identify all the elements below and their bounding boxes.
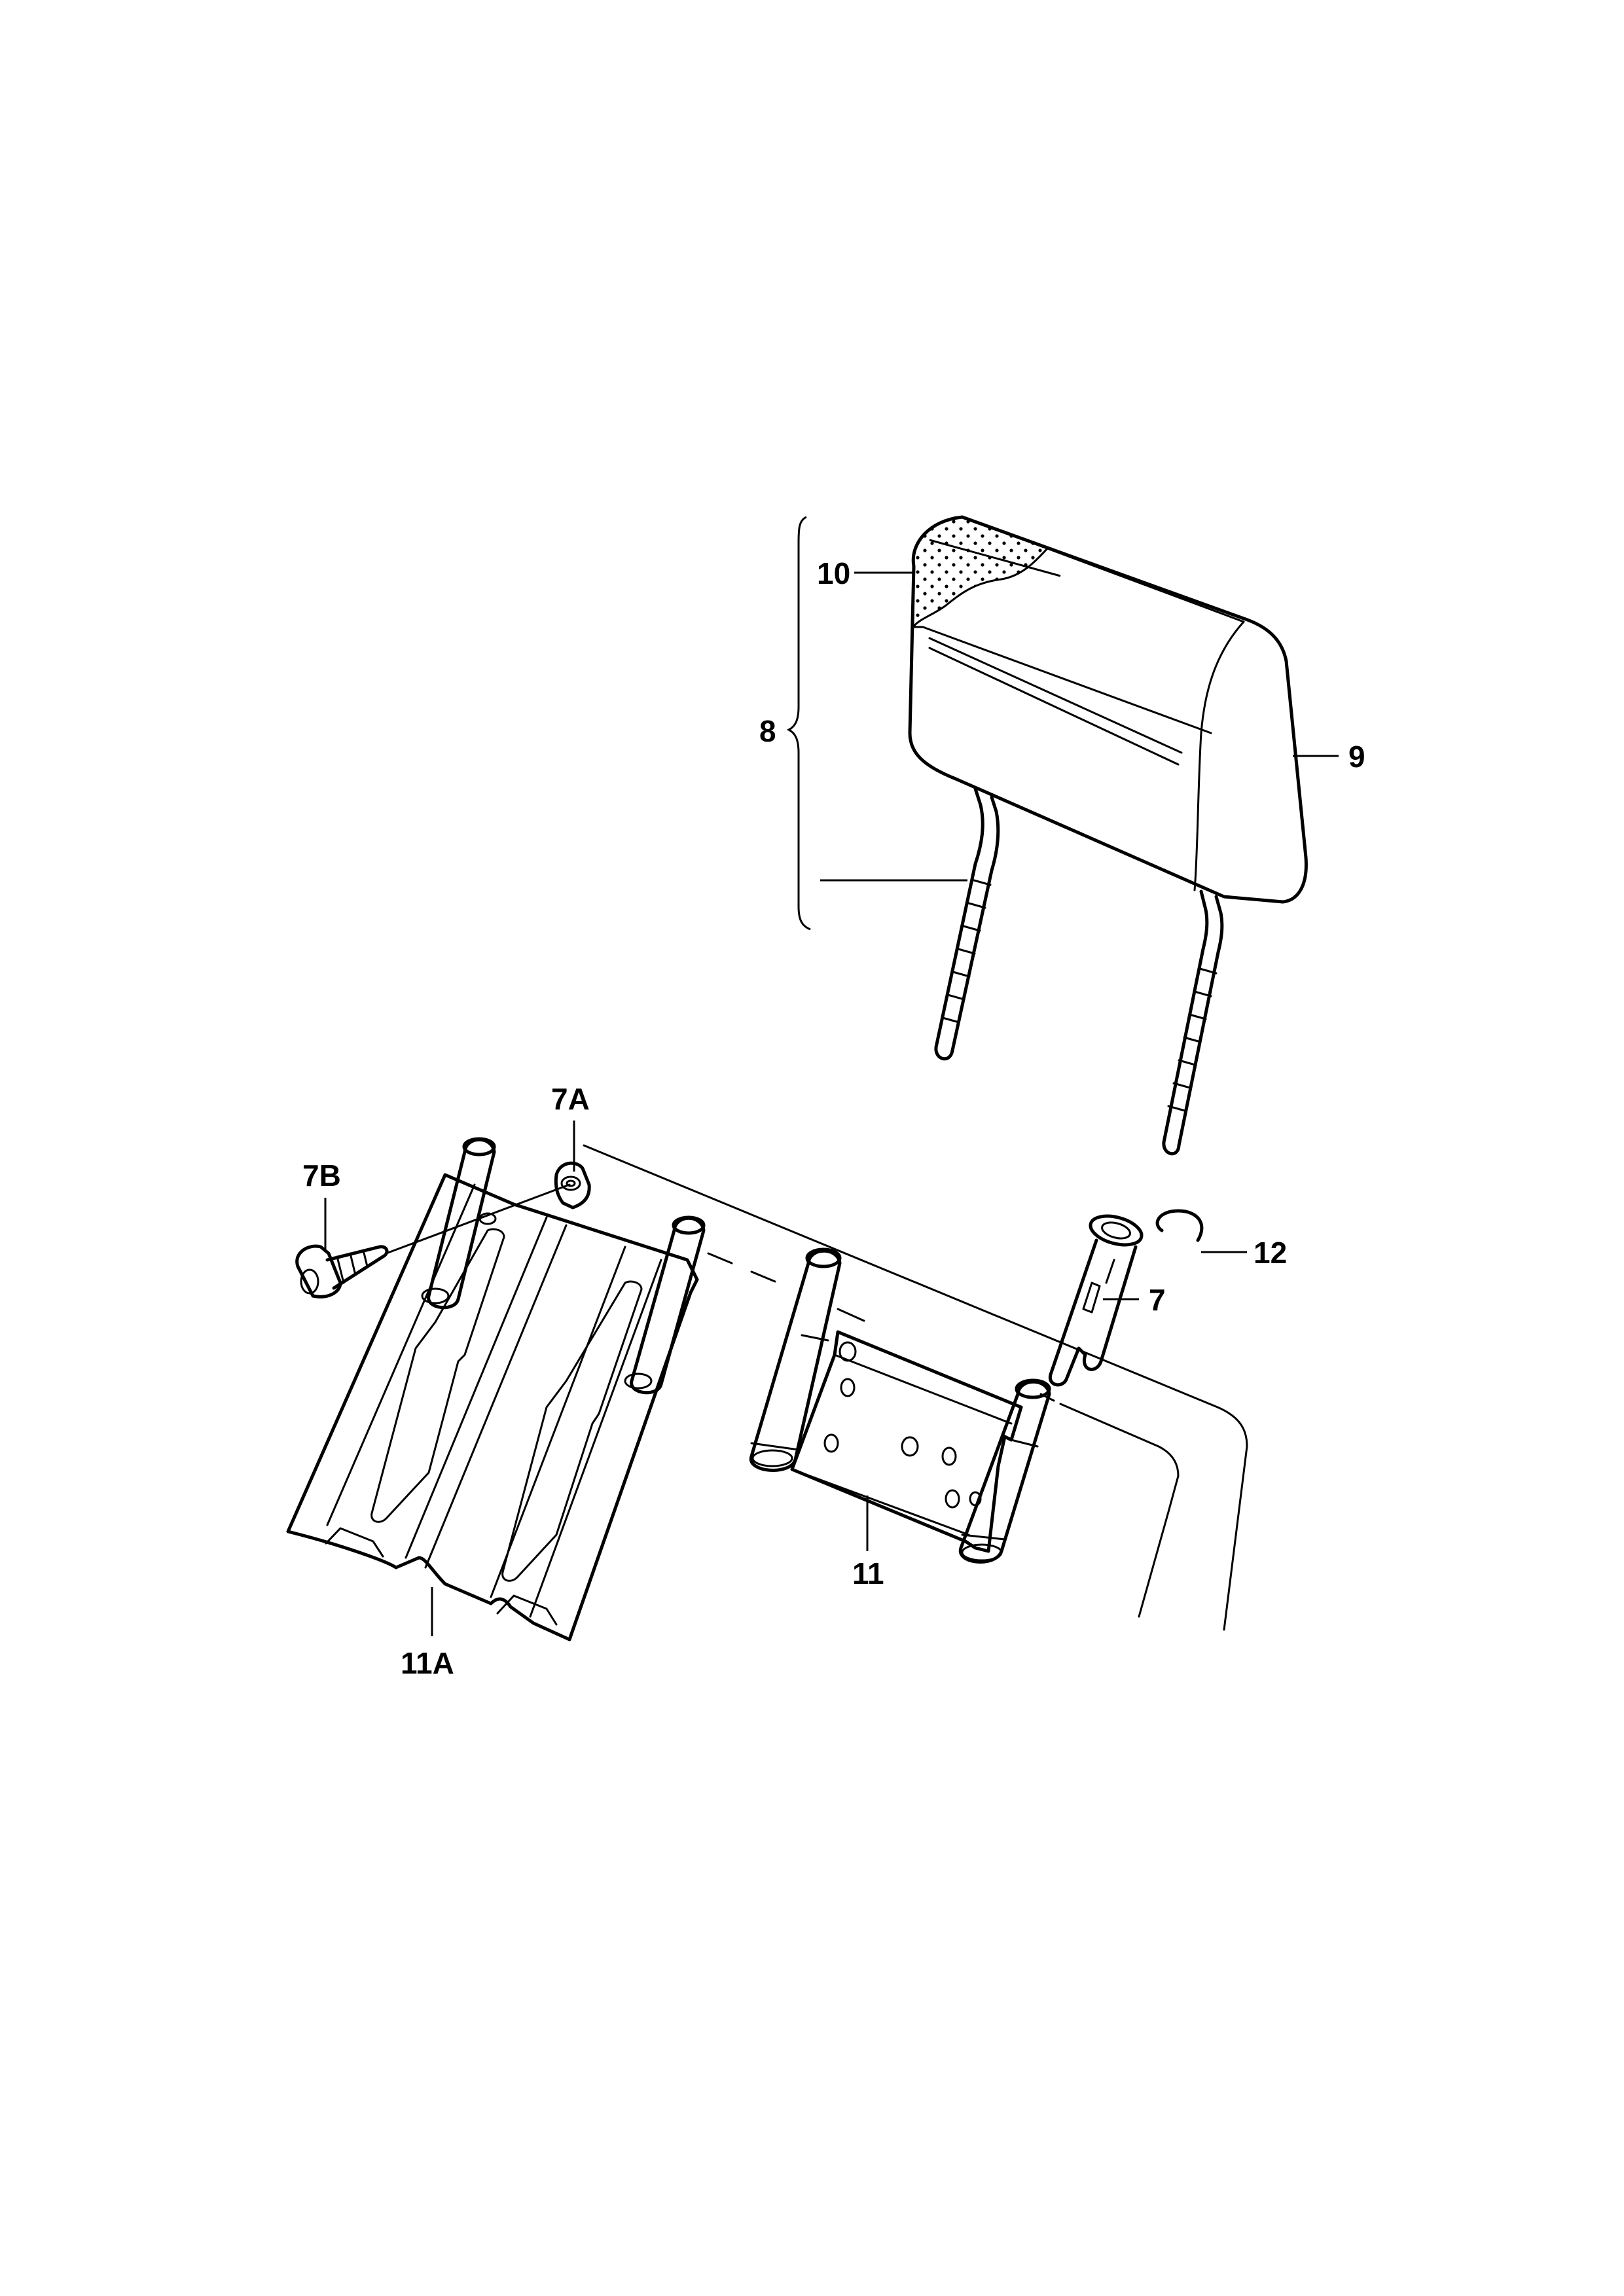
callout-12: 12: [1254, 1236, 1287, 1270]
callout-9: 9: [1348, 740, 1365, 774]
guide-plate-11a: [286, 1137, 706, 1641]
assembly-line: [385, 1183, 571, 1255]
callout-7a: 7A: [551, 1082, 590, 1116]
retainer-11: [749, 1247, 1051, 1564]
foam-cutaway: [912, 516, 1049, 630]
headrest-rods: [934, 787, 1224, 1156]
callout-7b: 7B: [302, 1158, 341, 1193]
clip-12: [1155, 1209, 1204, 1242]
assembly-brace: [786, 516, 811, 931]
callout-10: 10: [817, 556, 850, 590]
callout-7: 7: [1149, 1283, 1166, 1317]
leader-lines: [324, 539, 1339, 1636]
screw-7b: [295, 1244, 389, 1299]
guide-sleeve-7: [1048, 1214, 1144, 1387]
nut-7a: [554, 1161, 591, 1210]
callout-labels: 10 8 9 7A 7B 12 7 11 11A: [302, 556, 1365, 1680]
callout-8: 8: [759, 714, 776, 748]
callout-11: 11: [852, 1556, 884, 1590]
headrest: [908, 515, 1308, 904]
callout-11a: 11A: [401, 1646, 454, 1680]
